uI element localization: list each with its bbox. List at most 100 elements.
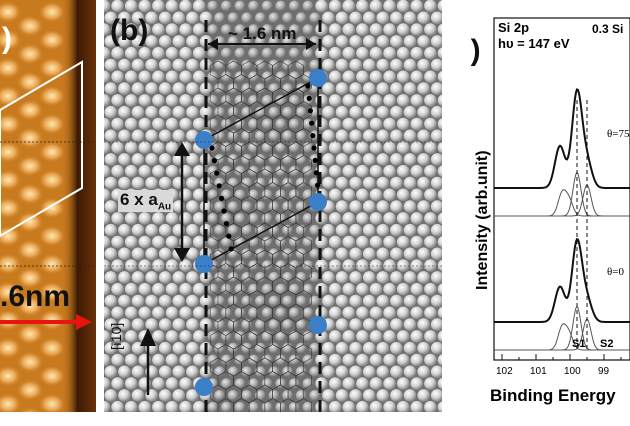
au-atom (221, 260, 232, 271)
au-atom (289, 165, 300, 177)
au-atom (268, 390, 280, 401)
au-atom (118, 105, 131, 119)
stm-bump (16, 267, 44, 289)
au-atom (335, 35, 349, 48)
au-atom (383, 306, 396, 320)
au-atom (410, 188, 424, 202)
au-atom (376, 82, 390, 95)
au-atom (145, 247, 158, 261)
au-atom (322, 105, 335, 119)
au-atom (165, 70, 179, 84)
au-atom (104, 330, 111, 343)
au-atom (322, 176, 335, 190)
stm-bump (38, 85, 66, 107)
au-atom (261, 71, 273, 83)
au-atom (322, 389, 335, 402)
au-atom (234, 236, 246, 248)
au-atom (383, 259, 396, 272)
au-atom (186, 365, 199, 379)
au-atom (437, 259, 442, 272)
au-atom (118, 153, 131, 166)
au-atom (221, 24, 232, 35)
stm-bump (0, 337, 22, 359)
au-atom (138, 70, 152, 84)
au-atom (118, 82, 131, 95)
au-atom (111, 212, 124, 225)
au-atom (138, 23, 152, 36)
stm-bump (0, 225, 22, 247)
au-atom (417, 389, 430, 402)
au-atom (322, 247, 335, 261)
au-atom (315, 353, 328, 367)
au-atom (255, 295, 266, 307)
au-atom (186, 11, 199, 25)
au-atom (322, 271, 335, 284)
au-atom (234, 331, 246, 342)
stm-bump (16, 43, 44, 65)
au-atom (227, 224, 239, 236)
au-atom (322, 35, 335, 48)
au-atom (104, 271, 118, 284)
au-atom (111, 306, 124, 320)
au-atom (302, 401, 314, 412)
au-atom (118, 223, 131, 237)
photon-energy-label: hυ = 147 eV (498, 36, 570, 51)
au-atom (186, 341, 199, 355)
au-atom (165, 377, 179, 390)
au-atom (396, 212, 410, 225)
au-atom (295, 272, 307, 283)
au-atom (430, 105, 442, 119)
au-atom (295, 366, 307, 378)
au-atom (131, 223, 145, 237)
au-atom (248, 24, 259, 35)
au-atom (410, 164, 424, 178)
au-atom (289, 142, 300, 154)
stm-bump (38, 393, 66, 412)
si-dot (307, 108, 313, 114)
au-atom (437, 377, 442, 390)
au-atom (172, 389, 186, 402)
au-atom (138, 0, 152, 13)
au-atom (275, 71, 287, 83)
au-atom (430, 389, 442, 402)
au-atom (131, 294, 145, 308)
au-atom (424, 353, 437, 367)
au-atom (241, 366, 253, 378)
stm-bump (38, 253, 66, 275)
au-atom (152, 353, 165, 367)
au-atom (424, 0, 437, 13)
au-atom (328, 306, 342, 320)
si-dot (315, 182, 321, 188)
au-atom (295, 106, 307, 118)
au-atom (172, 294, 186, 308)
au-atom (118, 318, 131, 331)
au-atom (302, 213, 314, 224)
au-atom (111, 377, 124, 390)
au-atom (315, 23, 328, 36)
au-atom (342, 94, 356, 107)
au-atom (302, 24, 314, 35)
au-atom (362, 318, 376, 331)
au-atom (227, 106, 239, 118)
au-atom (390, 58, 403, 72)
au-atom (437, 330, 442, 343)
au-atom (179, 0, 192, 13)
au-atom (227, 201, 239, 213)
au-atom (383, 212, 396, 225)
au-atom (410, 141, 424, 154)
au-atom (396, 141, 410, 154)
au-atom (295, 36, 307, 47)
au-atom (152, 259, 165, 272)
au-atom (145, 318, 158, 331)
au-atom (192, 70, 206, 84)
au-atom (369, 0, 383, 13)
au-atom (248, 95, 259, 106)
au-atom (158, 247, 172, 261)
au-atom (131, 318, 145, 331)
au-atom (255, 319, 266, 330)
au-atom (207, 189, 219, 201)
au-atom (437, 23, 442, 36)
au-atom (227, 342, 239, 354)
au-atom (138, 235, 152, 249)
si-honeycomb-cell (280, 398, 297, 412)
